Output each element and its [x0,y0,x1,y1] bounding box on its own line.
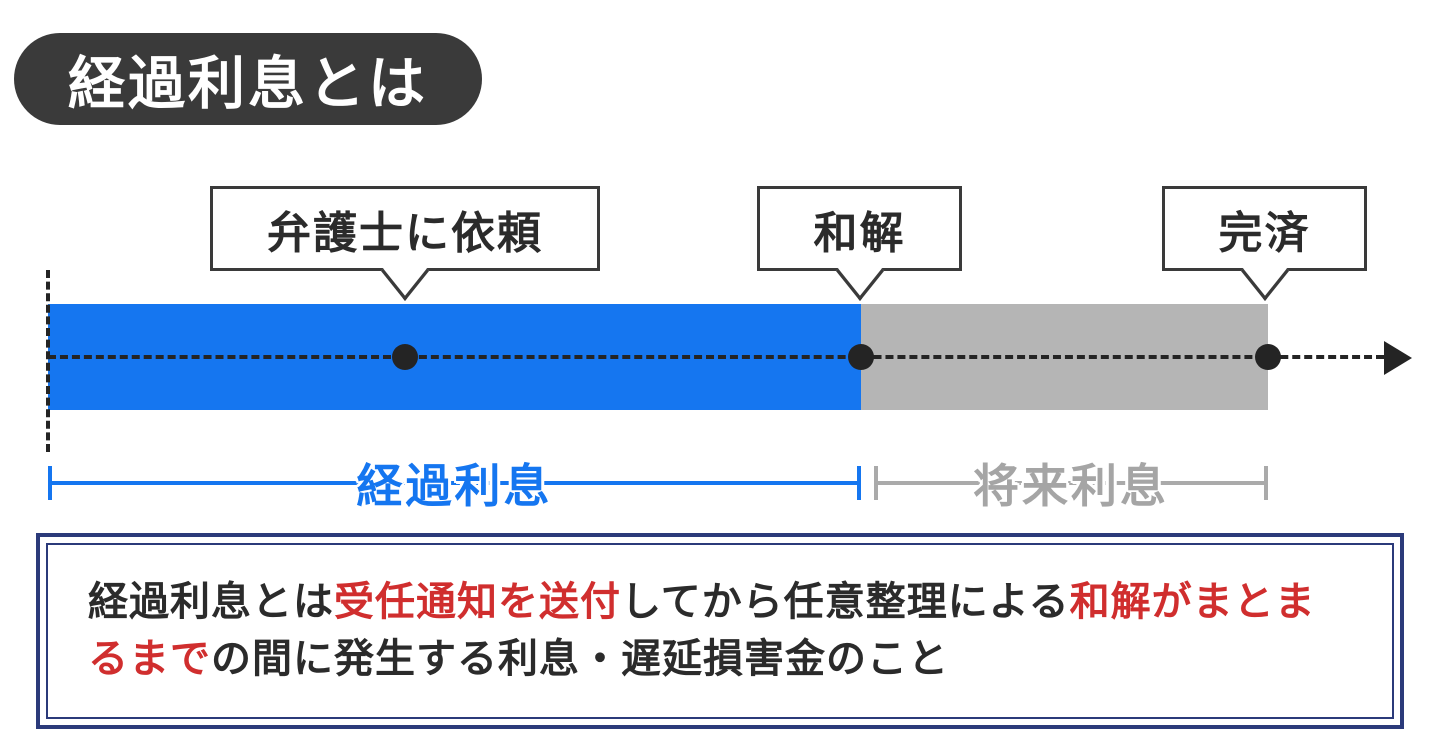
timeline-axis-dashed-line [48,355,1384,359]
arrow-right-icon [1384,341,1412,375]
bracket-line [878,481,1264,485]
bracket-accrued-interest: 経過利息 [48,460,861,512]
callout-full-repayment: 完済 [1162,186,1367,302]
description-box: 経過利息とは受任通知を送付してから任意整理による和解がまとまるまでの間に発生する… [36,533,1404,729]
timeline-dot-settlement [848,344,874,370]
bracket-future-interest: 将来利息 [874,460,1268,512]
timeline-start-dashed-line [46,270,50,452]
bracket-future-interest-label: 将来利息 [973,460,1169,512]
callout-settlement: 和解 [757,186,962,302]
bracket-line [52,481,857,485]
description-part-highlight: 和解がまとまるまで [88,580,1316,681]
timeline-dot-full-repayment [1255,344,1281,370]
bracket-accrued-interest-label: 経過利息 [356,460,553,512]
callout-lawyer-request: 弁護士に依頼 [210,186,600,302]
description-box-inner: 経過利息とは受任通知を送付してから任意整理による和解がまとまるまでの間に発生する… [46,543,1394,719]
description-part-highlight: 受任通知を送付 [334,580,621,625]
timeline-dot-lawyer-request [392,344,418,370]
description-text: 経過利息とは受任通知を送付してから任意整理による和解がまとまるまでの間に発生する… [88,574,1352,688]
description-part: してから任意整理による [621,580,1070,625]
page-title-badge: 経過利息とは [14,33,482,125]
description-part: 経過利息とは [88,580,334,625]
page-title: 経過利息とは [68,52,428,116]
description-part: の間に発生する利息・遅延損害金のこと [211,637,949,681]
